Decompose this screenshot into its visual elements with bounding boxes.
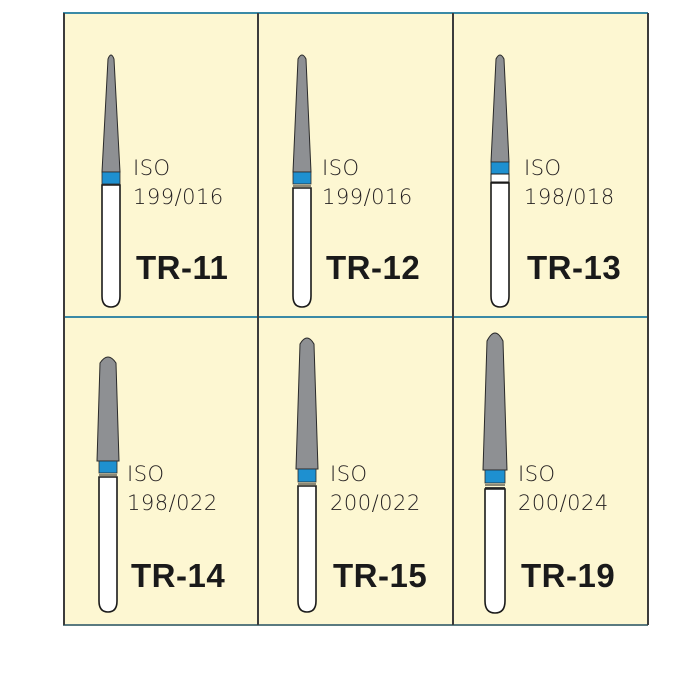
- iso-label: ISO: [127, 462, 165, 486]
- iso-label: ISO: [330, 462, 368, 486]
- iso-code: 198/022: [127, 491, 218, 515]
- diamond-bur-icon: [292, 54, 312, 308]
- product-cell-tr-11: ISO 199/016 TR-11: [63, 13, 258, 317]
- diamond-bur-icon: [295, 337, 319, 613]
- product-grid: ISO 199/016 TR-11 ISO 199/016 TR-12 ISO …: [63, 12, 649, 626]
- iso-code: 199/016: [133, 185, 224, 209]
- model-number: TR-15: [333, 557, 428, 594]
- model-number: TR-14: [131, 557, 226, 594]
- product-cell-tr-19: ISO 200/024 TR-19: [453, 317, 648, 625]
- grid-line-right: [647, 13, 649, 625]
- grid-line-col-2: [452, 13, 454, 625]
- iso-label: ISO: [322, 156, 360, 180]
- product-cell-tr-12: ISO 199/016 TR-12: [258, 13, 453, 317]
- product-cell-tr-15: ISO 200/022 TR-15: [258, 317, 453, 625]
- model-number: TR-11: [136, 249, 229, 286]
- grid-line-col-1: [257, 13, 259, 625]
- grid-line-middle: [63, 316, 648, 318]
- iso-code: 198/018: [524, 185, 615, 209]
- product-cell-tr-14: ISO 198/022 TR-14: [63, 317, 258, 625]
- iso-code: 199/016: [322, 185, 413, 209]
- diamond-bur-icon: [101, 54, 121, 308]
- model-number: TR-19: [521, 557, 616, 594]
- model-number: TR-12: [326, 249, 421, 286]
- iso-label: ISO: [133, 156, 171, 180]
- iso-label: ISO: [518, 462, 556, 486]
- iso-code: 200/022: [330, 491, 421, 515]
- grid-line-bottom: [63, 624, 648, 626]
- iso-code: 200/024: [518, 491, 609, 515]
- model-number: TR-13: [527, 249, 622, 286]
- grid-line-left: [63, 13, 65, 625]
- grid-line-top: [63, 12, 648, 14]
- diamond-bur-icon: [96, 356, 120, 613]
- iso-label: ISO: [524, 156, 562, 180]
- diamond-bur-icon: [482, 332, 508, 614]
- product-cell-tr-13: ISO 198/018 TR-13: [453, 13, 648, 317]
- diamond-bur-icon: [490, 54, 510, 308]
